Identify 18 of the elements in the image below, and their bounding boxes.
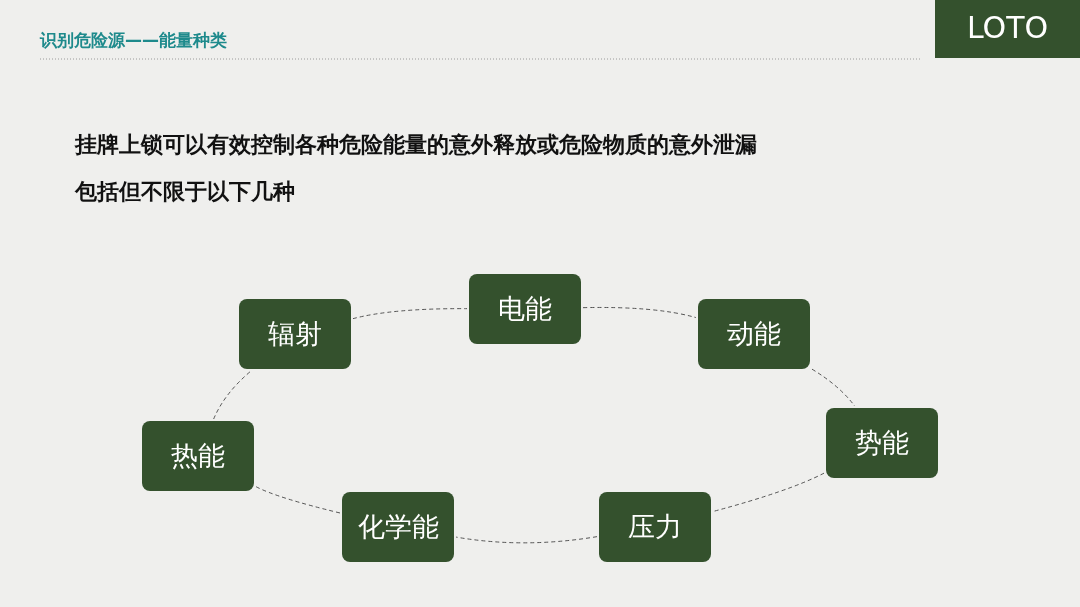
dashed-connector [213,370,252,420]
energy-box: 辐射 [239,299,351,369]
dashed-connector [455,536,598,544]
energy-box: 压力 [599,492,711,562]
dashed-connector [352,308,468,320]
energy-box: 势能 [826,408,938,478]
energy-box: 化学能 [342,492,454,562]
body-text: 挂牌上锁可以有效控制各种危险能量的意外释放或危险物质的意外泄漏 [75,131,757,159]
tab-box: LOTO [935,0,1080,58]
dashed-connector [811,368,856,407]
energy-box: 电能 [469,274,581,344]
dashed-connector [712,472,825,512]
dashed-connector [255,486,341,514]
dashed-connector [582,307,697,319]
energy-box: 动能 [698,299,810,369]
energy-box: 热能 [142,421,254,491]
body-text: 包括但不限于以下几种 [75,178,295,206]
page-title: 识别危险源——能量种类 [40,29,227,52]
